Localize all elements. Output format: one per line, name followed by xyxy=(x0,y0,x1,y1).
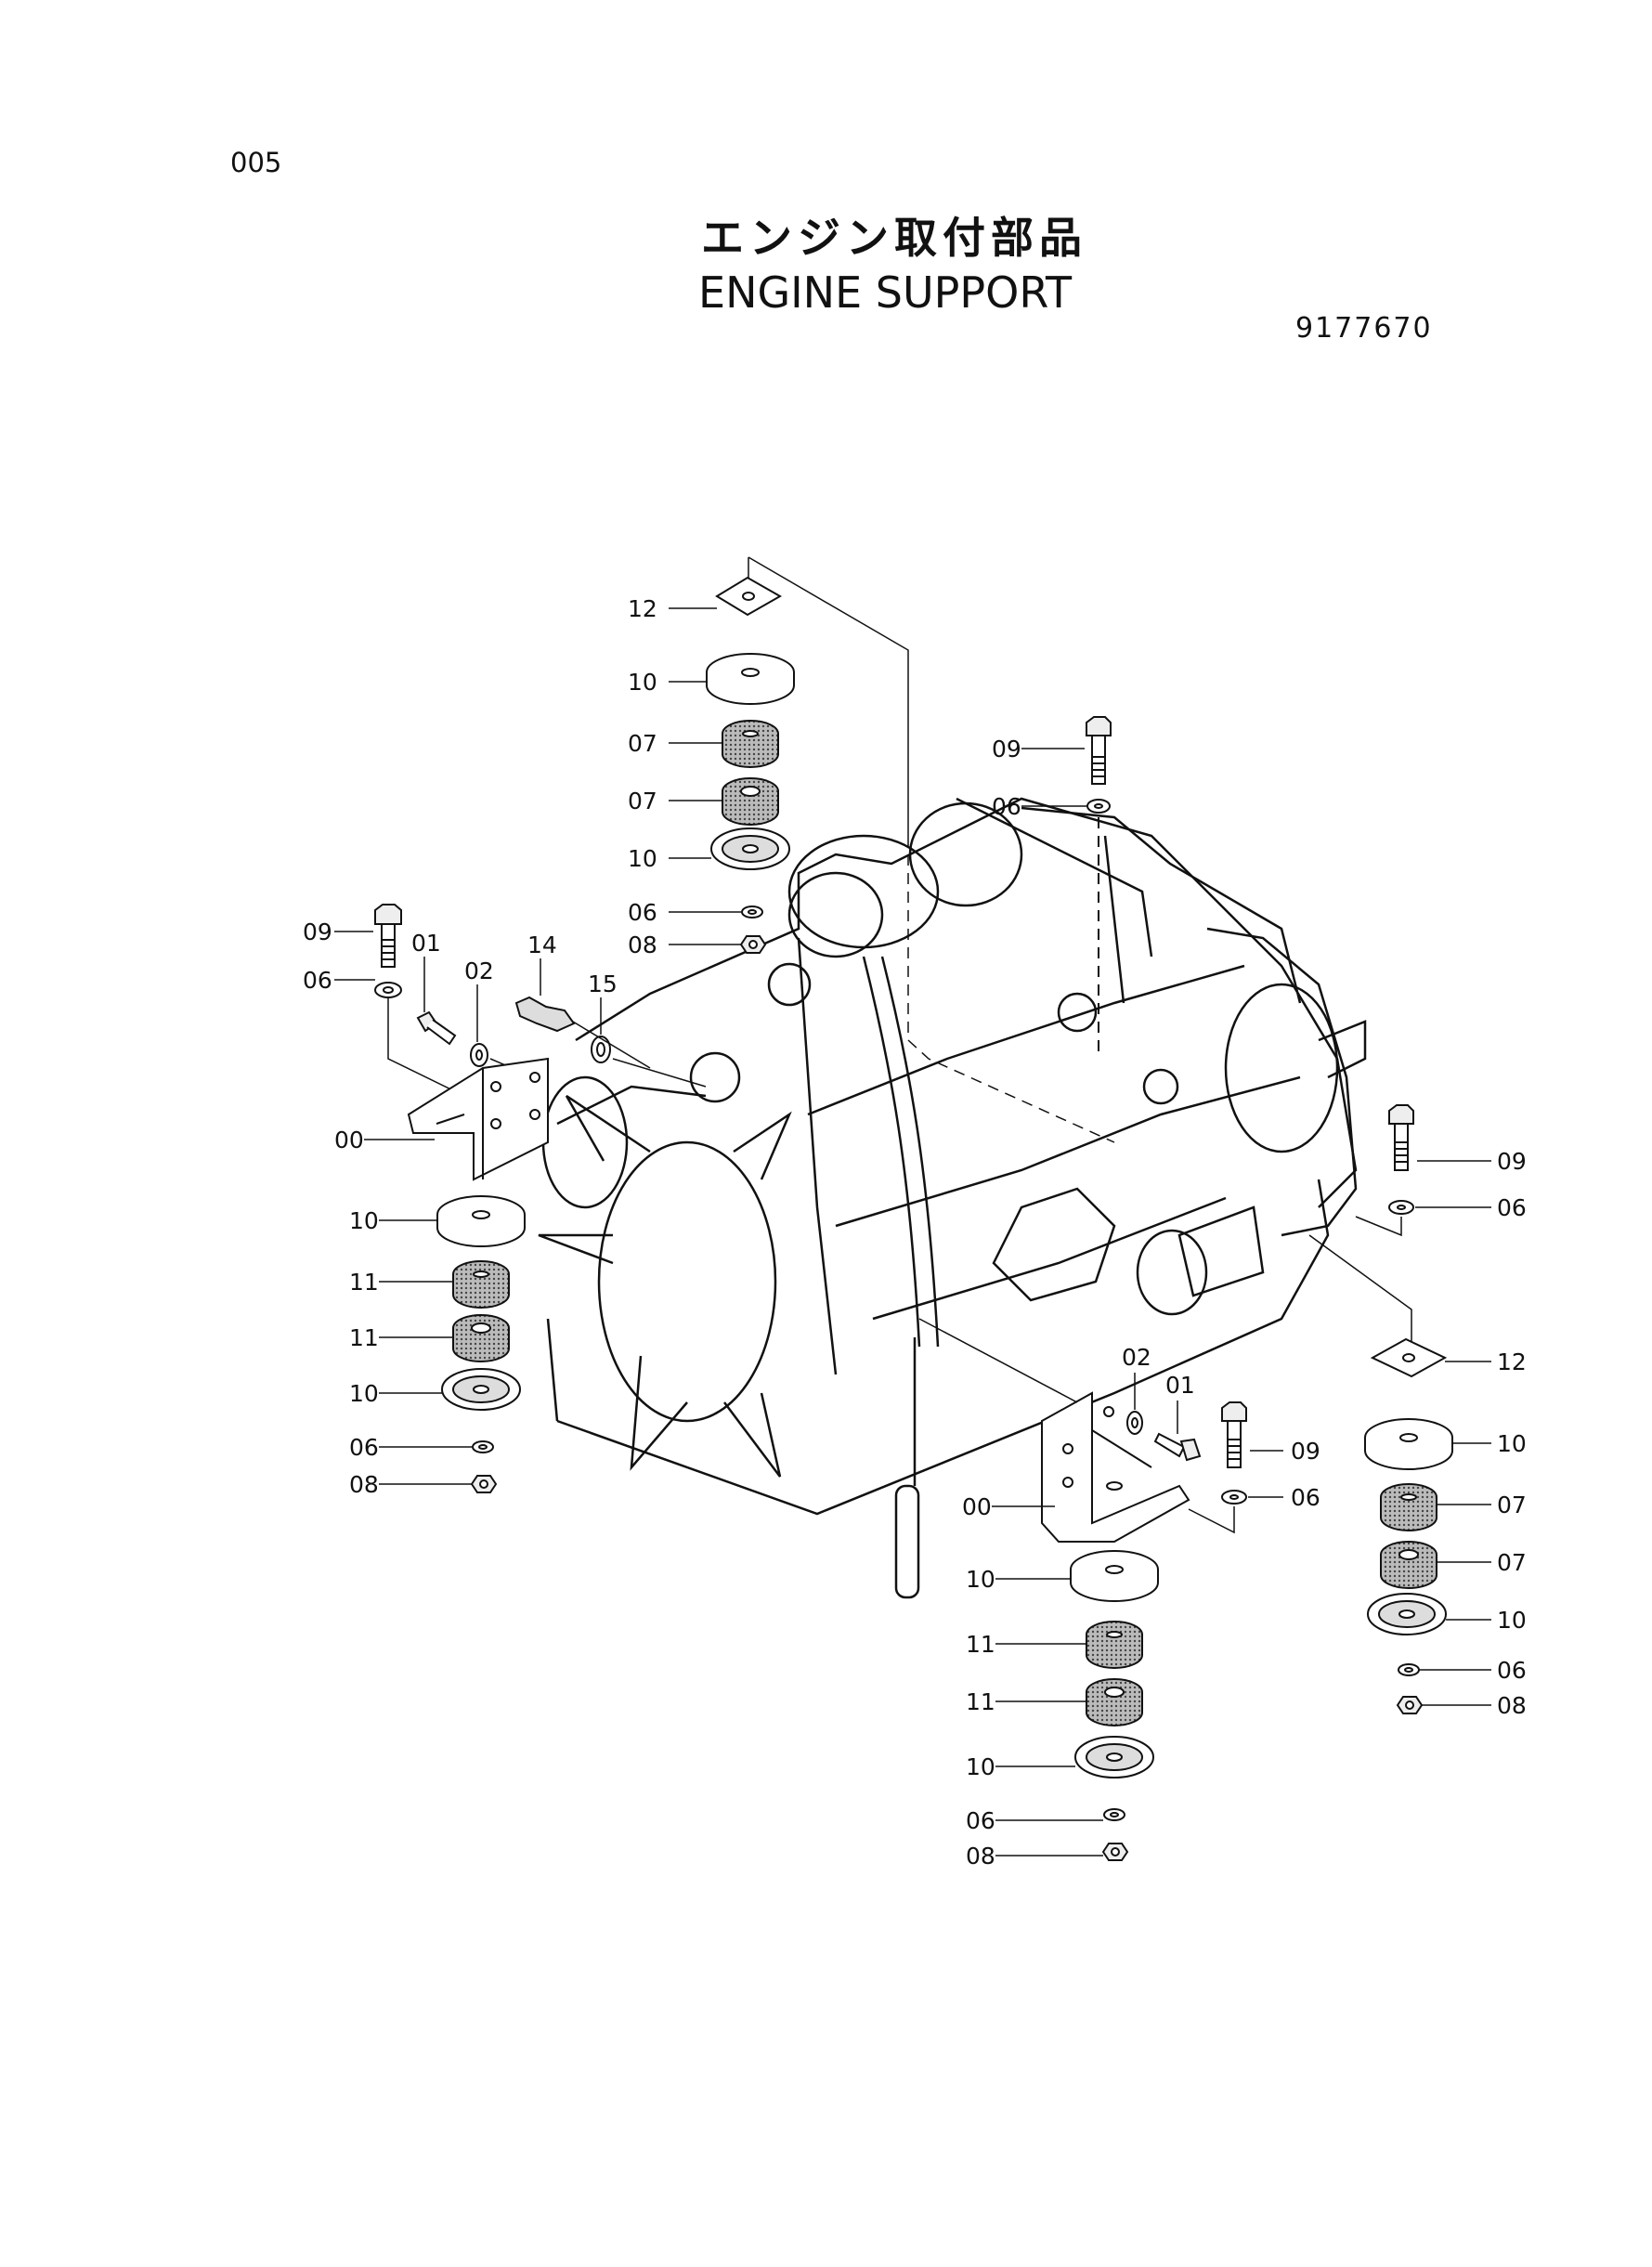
callout-12: 12 xyxy=(628,595,657,622)
callout-08: 08 xyxy=(966,1843,995,1870)
callout-14: 14 xyxy=(527,932,557,958)
callout-10: 10 xyxy=(1497,1430,1527,1457)
bottom-stack-labels: 10 11 11 10 06 08 xyxy=(966,1566,995,1870)
callout-07: 07 xyxy=(1497,1492,1527,1518)
callout-15: 15 xyxy=(588,971,618,997)
right-mount-stack xyxy=(1364,1337,1453,1714)
callout-01: 01 xyxy=(1165,1372,1195,1399)
top-right-bolt xyxy=(1086,716,1112,1059)
callout-11: 11 xyxy=(966,1688,995,1715)
callout-08: 08 xyxy=(628,932,657,958)
callout-06: 06 xyxy=(1497,1657,1527,1684)
right-stack-labels: 12 10 07 07 10 06 08 xyxy=(1497,1348,1527,1719)
callout-12: 12 xyxy=(1497,1348,1527,1375)
left-mount-stack xyxy=(436,1195,526,1493)
callout-08: 08 xyxy=(349,1471,379,1498)
callout-08: 08 xyxy=(1497,1692,1527,1719)
engine-illustration xyxy=(538,797,1367,1599)
callout-06: 06 xyxy=(992,793,1021,820)
title-japanese: エンジン取付部品 xyxy=(701,213,1087,263)
callout-00: 00 xyxy=(334,1127,364,1153)
center-bracket xyxy=(1041,1391,1247,1543)
callout-06: 06 xyxy=(1291,1484,1320,1511)
center-bracket-labels: 02 01 09 00 06 xyxy=(962,1344,1320,1520)
title-english: ENGINE SUPPORT xyxy=(698,267,1073,318)
document-number: 9177670 xyxy=(1295,312,1433,345)
callout-07: 07 xyxy=(1497,1549,1527,1576)
callout-10: 10 xyxy=(966,1753,995,1780)
right-bolt xyxy=(1388,1104,1414,1215)
page-code: 005 xyxy=(230,147,282,178)
left-bracket xyxy=(407,1057,549,1181)
left-fasteners xyxy=(374,904,611,1067)
top-stack-labels: 12 10 07 07 10 06 08 xyxy=(628,595,657,958)
callout-06: 06 xyxy=(349,1434,379,1461)
bottom-mount-stack xyxy=(1070,1550,1159,1861)
callout-06: 06 xyxy=(303,967,332,994)
callout-00: 00 xyxy=(962,1493,992,1520)
callout-10: 10 xyxy=(628,845,657,872)
callout-06: 06 xyxy=(628,899,657,926)
top-mount-stack xyxy=(706,576,795,954)
callout-09: 09 xyxy=(992,736,1021,762)
callout-10: 10 xyxy=(1497,1607,1527,1634)
callout-02: 02 xyxy=(464,958,494,984)
callout-10: 10 xyxy=(628,669,657,696)
callout-10: 10 xyxy=(349,1380,379,1407)
callout-11: 11 xyxy=(349,1269,379,1296)
callout-11: 11 xyxy=(349,1324,379,1351)
callout-02: 02 xyxy=(1122,1344,1151,1371)
callout-09: 09 xyxy=(303,919,332,945)
callout-11: 11 xyxy=(966,1631,995,1658)
callout-06: 06 xyxy=(966,1807,995,1834)
callout-10: 10 xyxy=(966,1566,995,1593)
callout-09: 09 xyxy=(1291,1438,1320,1465)
left-fastener-labels: 09 06 01 02 14 15 xyxy=(303,919,618,997)
callout-07: 07 xyxy=(628,788,657,814)
left-stack-labels: 10 11 11 10 06 08 xyxy=(349,1207,379,1498)
callout-09: 09 xyxy=(1497,1148,1527,1175)
callout-07: 07 xyxy=(628,730,657,757)
callout-10: 10 xyxy=(349,1207,379,1234)
callout-06: 06 xyxy=(1497,1194,1527,1221)
callout-01: 01 xyxy=(411,930,441,957)
